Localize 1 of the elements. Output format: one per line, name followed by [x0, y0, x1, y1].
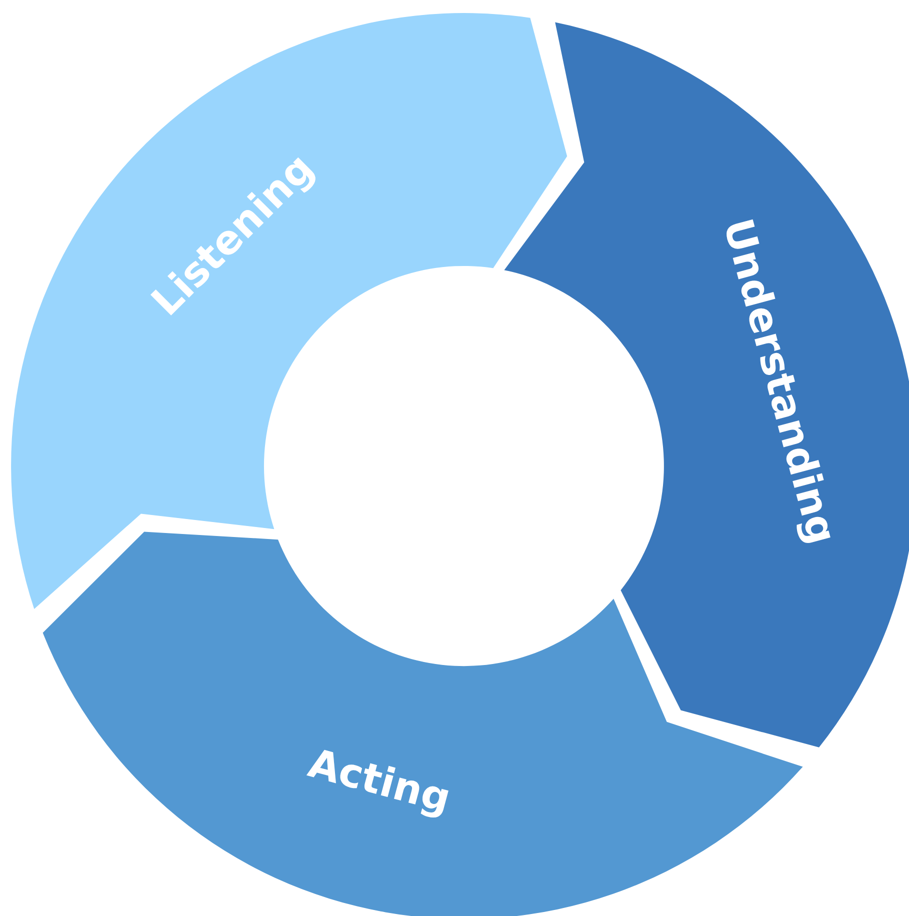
segment-label: Acting	[304, 740, 456, 822]
